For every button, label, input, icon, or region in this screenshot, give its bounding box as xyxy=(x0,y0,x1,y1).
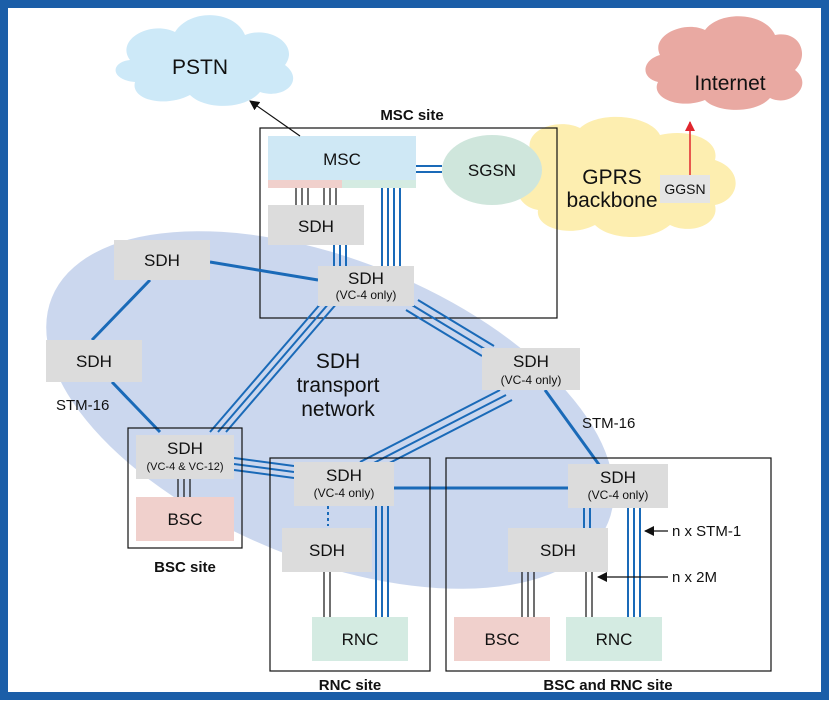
bsc-site-label: BSC site xyxy=(154,559,216,576)
sdh-inner-to-hub-links xyxy=(333,245,347,266)
sdh-label-msc-inner: SDH xyxy=(298,217,334,236)
gprs-backbone-cloud: GPRS backbone xyxy=(515,116,736,238)
bsc-label-bsc-site: BSC xyxy=(168,510,203,529)
bsc-rnc-site-label: BSC and RNC site xyxy=(543,677,672,694)
msc-sdh-vc4-links xyxy=(381,188,401,266)
pstn-cloud: PSTN xyxy=(115,15,294,106)
sdh-label-right: SDH xyxy=(513,352,549,371)
transport-label-line3: network xyxy=(301,398,375,421)
bscrnc-2m-links-rnc xyxy=(585,572,593,617)
msc-node xyxy=(268,136,416,184)
sdh-bsc-site-qualifier: (VC-4 & VC-12) xyxy=(146,461,223,473)
msc-sdh-2m-links xyxy=(295,188,337,205)
bsc-rnc-site-box xyxy=(445,457,772,672)
link-sdh-left-bsc xyxy=(110,380,162,434)
sdh-label-bsc-site: SDH xyxy=(167,439,203,458)
sdh-node-msc-hub xyxy=(318,266,414,306)
msc-subblock-bsc xyxy=(268,180,342,188)
bscrnc-vc4-links xyxy=(627,508,641,617)
rnc-site-box xyxy=(269,457,431,672)
bsc-label-bscrnc-site: BSC xyxy=(485,630,520,649)
rnc-node-bscrnc-site xyxy=(566,617,662,661)
transport-links-double xyxy=(209,299,513,479)
sdh-label-bscrnc-hub: SDH xyxy=(600,468,636,487)
ggsn-label: GGSN xyxy=(664,181,705,197)
link-sdh-right-bscrnc xyxy=(543,389,602,467)
pstn-label: PSTN xyxy=(172,56,228,79)
sdh-rnc-hub-qualifier: (VC-4 only) xyxy=(314,486,375,500)
sdh-node-left xyxy=(46,340,142,382)
sdh-node-msc-inner xyxy=(268,205,364,245)
link-sdh-topleft-msc xyxy=(209,260,319,282)
rnc-site-vc4-links xyxy=(375,506,389,617)
sdh-label-rnc-inner: SDH xyxy=(309,541,345,560)
internet-label: Internet xyxy=(694,72,765,95)
bsc-node-bsc-site xyxy=(136,497,234,541)
sdh-node-rnc-hub xyxy=(294,462,394,506)
msc-subblock-rnc xyxy=(342,180,416,188)
msc-to-pstn-arrow xyxy=(249,100,301,137)
transport-links xyxy=(90,260,602,490)
sgsn-label: SGSN xyxy=(468,161,516,180)
msc-site-box xyxy=(259,127,558,319)
sdh-msc-hub-qualifier: (VC-4 only) xyxy=(336,288,397,302)
sdh-node-right xyxy=(482,348,580,390)
msc-label: MSC xyxy=(323,150,361,169)
rnc-label-bscrnc-site: RNC xyxy=(596,630,633,649)
sdh-node-top-left xyxy=(114,240,210,280)
sdh-label-msc-hub: SDH xyxy=(348,269,384,288)
sdh-bscrnc-hub-qualifier: (VC-4 only) xyxy=(588,488,649,502)
bscrnc-2m-links-bsc xyxy=(521,572,535,617)
bsc-site-box xyxy=(127,427,243,549)
sdh-node-rnc-inner xyxy=(282,528,372,572)
link-sdh-topleft-sdh-left xyxy=(90,278,152,342)
gprs-label-line2: backbone xyxy=(566,189,657,212)
ggsn-node xyxy=(660,175,710,203)
transport-label-line1: SDH xyxy=(316,350,360,373)
n-stm1-label: n x STM-1 xyxy=(672,523,741,540)
sdh-node-bsc-site xyxy=(136,435,234,479)
internet-cloud: Internet xyxy=(645,16,803,110)
rnc-site-label: RNC site xyxy=(319,677,382,694)
msc-site-label: MSC site xyxy=(380,107,443,124)
sdh-label-left: SDH xyxy=(76,352,112,371)
sdh-label-top-left: SDH xyxy=(144,251,180,270)
sgsn-node xyxy=(442,135,542,205)
rnc-label-rnc-site: RNC xyxy=(342,630,379,649)
rnc-site-2m-links xyxy=(323,572,331,617)
sdh-node-bscrnc-inner xyxy=(508,528,608,572)
bscrnc-hub-to-sdh-links xyxy=(583,508,591,528)
bsc-2m-links xyxy=(177,479,191,497)
rnc-node-rnc-site xyxy=(312,617,408,661)
gprs-label-line1: GPRS xyxy=(582,166,642,189)
sdh-label-rnc-hub: SDH xyxy=(326,466,362,485)
bsc-node-bscrnc-site xyxy=(454,617,550,661)
transport-label-line2: transport xyxy=(297,374,380,397)
sdh-node-bscrnc-hub xyxy=(568,464,668,508)
sdh-label-bscrnc-inner: SDH xyxy=(540,541,576,560)
stm16-left-label: STM-16 xyxy=(56,397,109,414)
stm16-right-label: STM-16 xyxy=(582,415,635,432)
n-2m-label: n x 2M xyxy=(672,569,717,586)
sdh-right-qualifier: (VC-4 only) xyxy=(501,373,562,387)
